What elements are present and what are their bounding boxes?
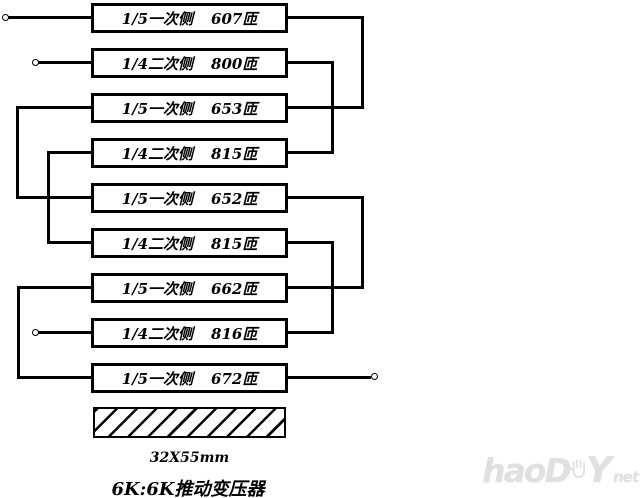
- wire-box7-left-h: [17, 286, 91, 289]
- winding-turns-label: 816匝: [211, 324, 258, 343]
- core-hatch-symbol: [93, 407, 286, 438]
- watermark-suffix: net: [612, 468, 639, 486]
- wire-terminal3-to-box8: [38, 331, 91, 334]
- wire-box7-box9-v: [17, 286, 20, 379]
- winding-section-label: 1/4二次侧: [121, 144, 194, 163]
- winding-box-5: 1/5一次侧 652匝: [91, 183, 288, 213]
- watermark: haoD Y net: [482, 446, 639, 494]
- wire-box4-box6-v: [47, 151, 50, 244]
- wire-box3-left-h: [16, 106, 91, 109]
- hand-icon: [569, 458, 585, 478]
- watermark-text: haoD: [482, 450, 572, 490]
- winding-section-label: 1/5一次侧: [121, 9, 194, 28]
- winding-section-label: 1/5一次侧: [121, 189, 194, 208]
- wire-terminal2-to-box2: [38, 61, 91, 64]
- winding-box-3: 1/5一次侧 653匝: [91, 93, 288, 123]
- winding-box-1: 1/5一次侧 607匝: [91, 3, 288, 33]
- terminal-circle-secondary-end: [32, 329, 39, 336]
- wire-box5-right-h: [288, 196, 364, 199]
- terminal-circle-secondary-start: [32, 59, 39, 66]
- wire-box7-right-h: [288, 286, 364, 289]
- wire-box5-box7-v: [361, 196, 364, 289]
- wire-box8-right-h: [288, 331, 334, 334]
- winding-box-9: 1/5一次侧 672匝: [91, 363, 288, 393]
- wire-box6-box8-v: [331, 241, 334, 334]
- winding-box-6: 1/4二次侧 815匝: [91, 228, 288, 258]
- winding-section-label: 1/4二次侧: [121, 234, 194, 253]
- terminal-circle-primary-end: [371, 373, 378, 380]
- winding-box-2: 1/4二次侧 800匝: [91, 48, 288, 78]
- winding-turns-label: 607匝: [211, 9, 258, 28]
- core-size-label: 32X55mm: [149, 450, 230, 466]
- winding-turns-label: 815匝: [211, 234, 258, 253]
- winding-section-label: 1/5一次侧: [121, 99, 194, 118]
- wire-box2-right-h: [288, 61, 334, 64]
- winding-turns-label: 652匝: [211, 189, 258, 208]
- terminal-circle-primary-start: [2, 14, 9, 21]
- wire-box3-right-h: [288, 106, 364, 109]
- wire-box1-right-h: [288, 16, 364, 19]
- winding-turns-label: 800匝: [211, 54, 258, 73]
- wire-box6-right-h: [288, 241, 334, 244]
- winding-section-label: 1/4二次侧: [121, 324, 194, 343]
- wire-box1-box3-v: [361, 16, 364, 109]
- wire-box5-left-h: [16, 196, 91, 199]
- winding-section-label: 1/4二次侧: [121, 54, 194, 73]
- winding-box-4: 1/4二次侧 815匝: [91, 138, 288, 168]
- winding-turns-label: 815匝: [211, 144, 258, 163]
- wire-terminal1-to-box1: [8, 16, 91, 19]
- winding-section-label: 1/5一次侧: [121, 279, 194, 298]
- winding-turns-label: 672匝: [211, 369, 258, 388]
- winding-section-label: 1/5一次侧: [121, 369, 194, 388]
- wire-box4-right-h: [288, 151, 334, 154]
- winding-turns-label: 662匝: [211, 279, 258, 298]
- wire-box9-left-h: [17, 376, 91, 379]
- winding-turns-label: 653匝: [211, 99, 258, 118]
- wire-box4-left-h: [47, 151, 91, 154]
- diagram-title: 6K:6K推动变压器: [111, 479, 265, 498]
- watermark-text2: Y: [585, 449, 612, 491]
- wire-box3-box5-v: [16, 106, 19, 199]
- wire-box2-box4-v: [331, 61, 334, 154]
- wire-box6-left-h: [47, 241, 91, 244]
- winding-box-8: 1/4二次侧 816匝: [91, 318, 288, 348]
- winding-box-7: 1/5一次侧 662匝: [91, 273, 288, 303]
- wire-box9-to-terminal4: [288, 376, 371, 379]
